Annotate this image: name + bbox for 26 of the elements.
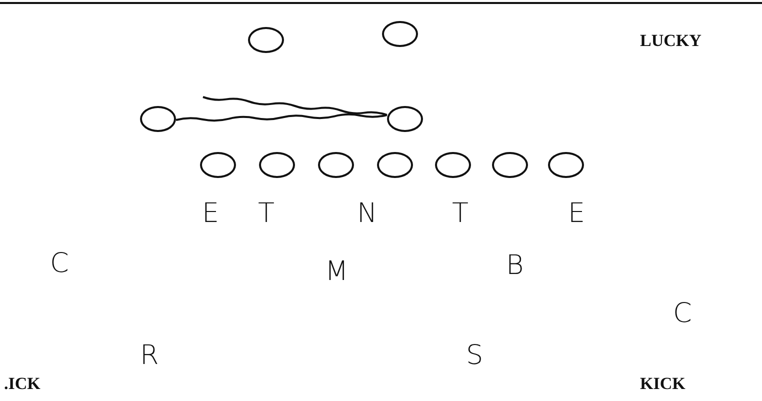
defender-letter: T: [452, 200, 468, 227]
player-circle: [259, 152, 295, 178]
player-circle: [382, 21, 418, 47]
player-circle: [548, 152, 584, 178]
play-name: .ICK: [4, 375, 40, 392]
defender-letter: E: [568, 200, 586, 227]
play-name: KICK: [640, 375, 686, 392]
defender-letter: C: [50, 250, 69, 277]
defender-letter: C: [673, 300, 692, 327]
defender-letter: B: [506, 252, 524, 279]
defender-letter: S: [466, 342, 484, 369]
player-circle: [387, 106, 423, 132]
player-circle: [248, 27, 284, 53]
play-name: LUCKY: [640, 32, 702, 49]
defender-letter: N: [357, 200, 378, 227]
defender-letter: M: [325, 258, 348, 285]
player-circle: [377, 152, 413, 178]
player-circle: [140, 106, 176, 132]
player-circle: [318, 152, 354, 178]
motion-line: [175, 96, 388, 122]
defender-letter: T: [258, 200, 274, 227]
player-circle: [492, 152, 528, 178]
player-circle: [200, 152, 236, 178]
defender-letter: E: [202, 200, 220, 227]
defender-letter: R: [140, 342, 159, 369]
player-circle: [435, 152, 471, 178]
